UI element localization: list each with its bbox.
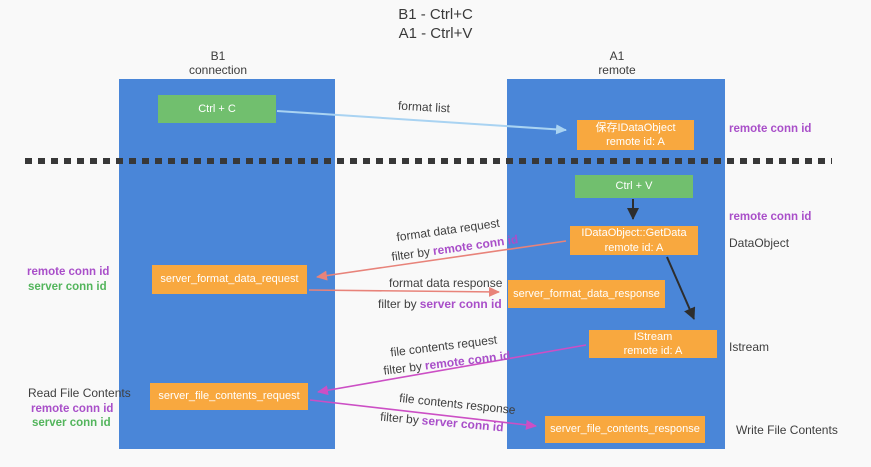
- node-getdata-line1: IDataObject::GetData: [581, 227, 687, 240]
- node-server-format-data-response: server_format_data_response: [508, 280, 665, 308]
- lane-a1-role: remote: [598, 63, 636, 78]
- right-label-remote-conn-id-1: remote conn id: [729, 123, 812, 135]
- lane-b1-name: B1: [210, 49, 226, 63]
- left-label-read-file-contents: Read File Contents: [28, 386, 131, 400]
- format-data-response-arrow: [308, 286, 500, 297]
- node-server-file-contents-response-label: server_file_contents_response: [550, 423, 700, 436]
- node-ctrl-c: Ctrl + C: [158, 95, 276, 123]
- node-istream-line2: remote id: A: [623, 345, 683, 357]
- node-server-file-contents-request-label: server_file_contents_request: [158, 390, 300, 403]
- lane-b1-role: connection: [188, 63, 248, 78]
- node-server-format-data-request: server_format_data_request: [152, 265, 307, 294]
- node-ctrl-c-label: Ctrl + C: [198, 102, 236, 115]
- title-line-1: B1 - Ctrl+C: [398, 6, 473, 23]
- node-istream: IStream remote id: A: [589, 330, 717, 358]
- left-label-server-conn-id-1: server conn id: [28, 281, 107, 293]
- server-conn-id-text: server conn id: [419, 297, 502, 311]
- file-contents-response-arrow: [309, 399, 537, 430]
- right-label-dataobject: DataObject: [729, 236, 790, 250]
- diagram-title: B1 - Ctrl+C A1 - Ctrl+V: [0, 6, 871, 44]
- right-label-remote-conn-id-2: remote conn id: [729, 211, 812, 223]
- lane-header-b1: B1 connection: [158, 49, 278, 78]
- filter-by-text: filter by: [378, 297, 417, 311]
- node-save-dataobject-line2: remote id: A: [606, 136, 665, 148]
- left-label-remote-conn-id-1: remote conn id: [27, 266, 110, 278]
- right-label-istream: Istream: [729, 340, 770, 354]
- node-ctrl-v: Ctrl + V: [575, 175, 693, 198]
- node-server-file-contents-response: server_file_contents_response: [545, 416, 705, 443]
- node-getdata-line2: remote id: A: [604, 241, 664, 254]
- left-label-server-conn-id-2: server conn id: [32, 417, 111, 429]
- node-server-file-contents-request: server_file_contents_request: [150, 383, 308, 410]
- file-contents-request-arrow: [317, 344, 587, 396]
- node-server-format-data-request-label: server_format_data_request: [160, 273, 299, 286]
- node-getdata: IDataObject::GetData remote id: A: [570, 226, 698, 255]
- node-save-dataobject-line1: 保存IDataObject: [595, 121, 676, 134]
- right-label-write-file-contents: Write File Contents: [736, 423, 838, 437]
- node-istream-line1: IStream: [633, 330, 673, 343]
- format-list-arrow: [276, 110, 567, 135]
- title-line-2: A1 - Ctrl+V: [398, 24, 473, 42]
- lane-header-a1: A1 remote: [557, 49, 677, 78]
- format-data-request-arrow: [316, 240, 567, 281]
- node-ctrl-v-label: Ctrl + V: [615, 180, 653, 193]
- node-server-format-data-response-label: server_format_data_response: [513, 287, 660, 300]
- node-save-dataobject: 保存IDataObject remote id: A: [577, 120, 694, 150]
- left-label-remote-conn-id-2: remote conn id: [31, 403, 114, 415]
- lane-a1-name: A1: [609, 49, 625, 63]
- label-format-list: format list: [397, 98, 451, 116]
- getdata-to-istream-arrow: [666, 256, 696, 320]
- label-format-data-response: format data response: [389, 276, 503, 290]
